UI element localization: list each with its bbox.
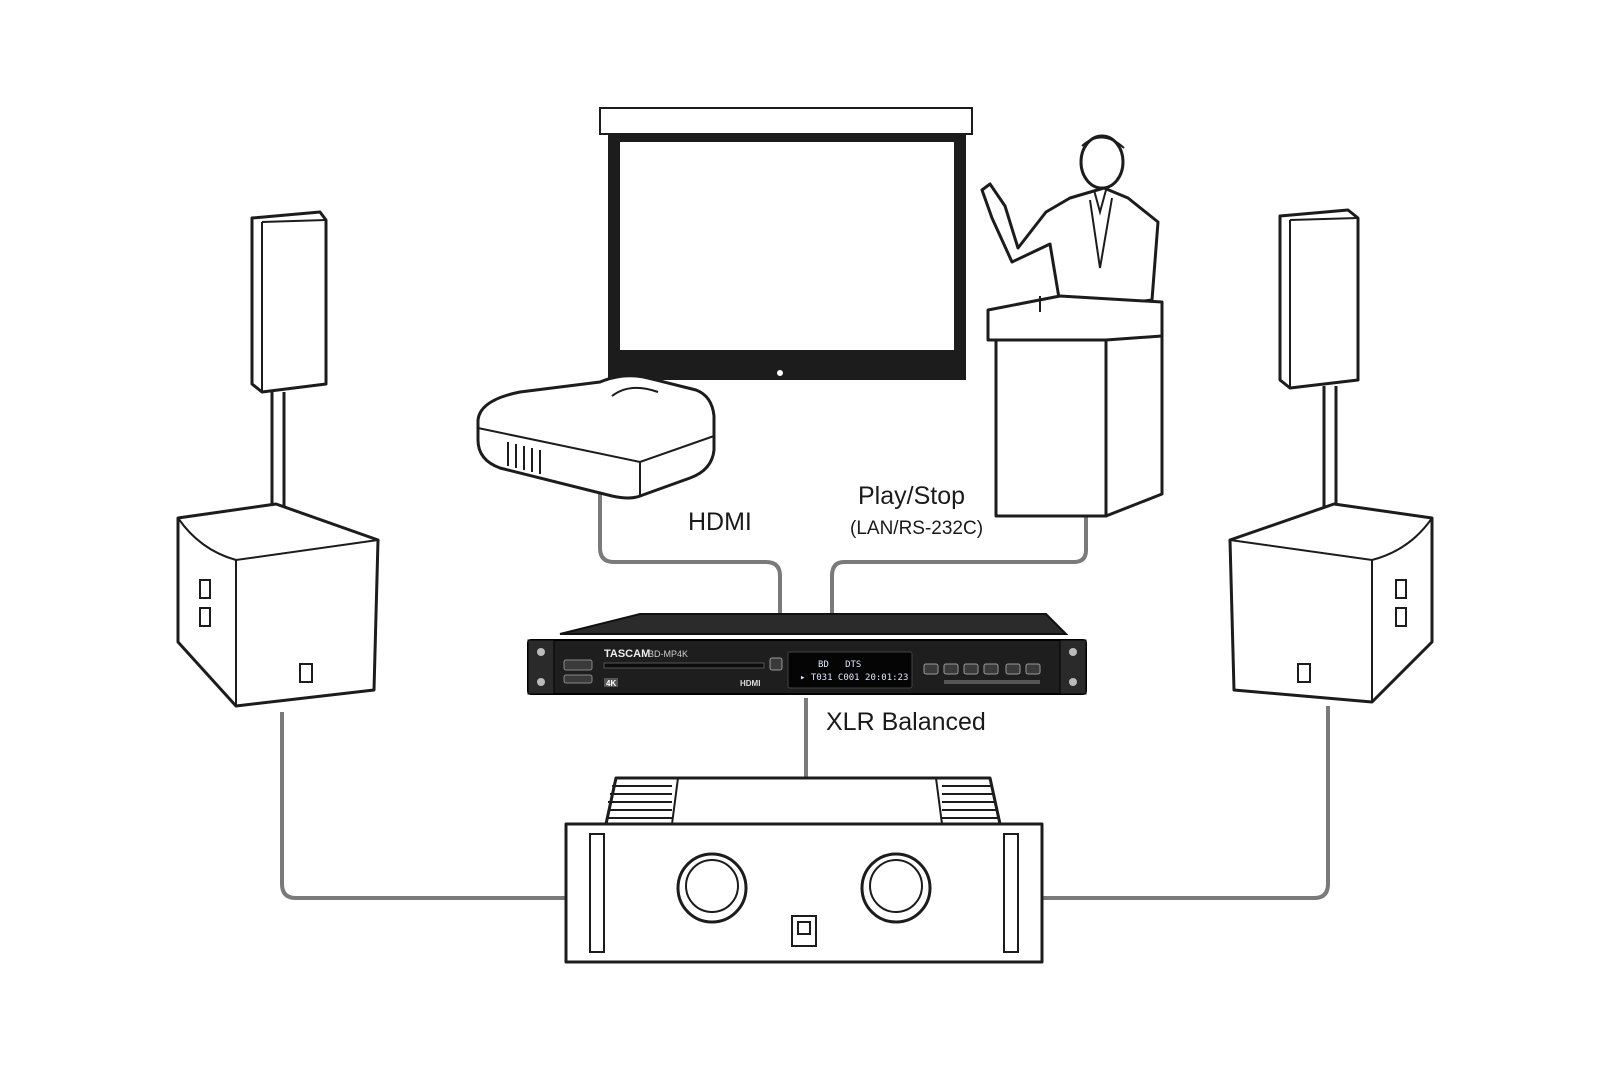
power-amplifier (564, 776, 1044, 964)
player-transport-buttons (923, 663, 1041, 684)
hdmi-cable (598, 487, 782, 616)
player-display (787, 651, 913, 689)
projector (476, 374, 716, 500)
right-speaker-cable (1042, 706, 1330, 900)
amp-heatsink-left (606, 785, 672, 819)
left-subwoofer (176, 502, 380, 708)
player-hdmi-logo: HDMI (740, 679, 760, 688)
hdmi-label: HDMI (688, 508, 752, 536)
projection-screen (599, 107, 973, 380)
left-speaker-cable (280, 712, 566, 900)
play-stop-label: Play/Stop (858, 482, 966, 510)
media-player-bd-mp4k: TASCAM BD-MP4K 4K HDMI BD DTS ▸ T031 C00… (527, 613, 1087, 695)
amp-heatsink-right (942, 785, 1000, 819)
projector-vent (507, 442, 541, 474)
player-4k-badge: 4K (606, 679, 616, 688)
player-model: BD-MP4K (648, 649, 688, 659)
player-display-line1: BD DTS (818, 660, 861, 670)
right-subwoofer (1228, 502, 1434, 704)
lan-rs232c-label: (LAN/RS-232C) (850, 518, 984, 539)
player-brand: TASCAM (604, 648, 650, 660)
podium (986, 294, 1164, 518)
presenter-figure (980, 134, 1160, 306)
amp-power-switch (791, 915, 817, 947)
player-display-line2: ▸ T031 C001 20:01:23 (800, 673, 908, 683)
xlr-balanced-label: XLR Balanced (826, 708, 986, 736)
left-satellite-speaker (250, 210, 328, 520)
right-satellite-speaker (1278, 208, 1360, 520)
control-cable (830, 512, 1088, 616)
